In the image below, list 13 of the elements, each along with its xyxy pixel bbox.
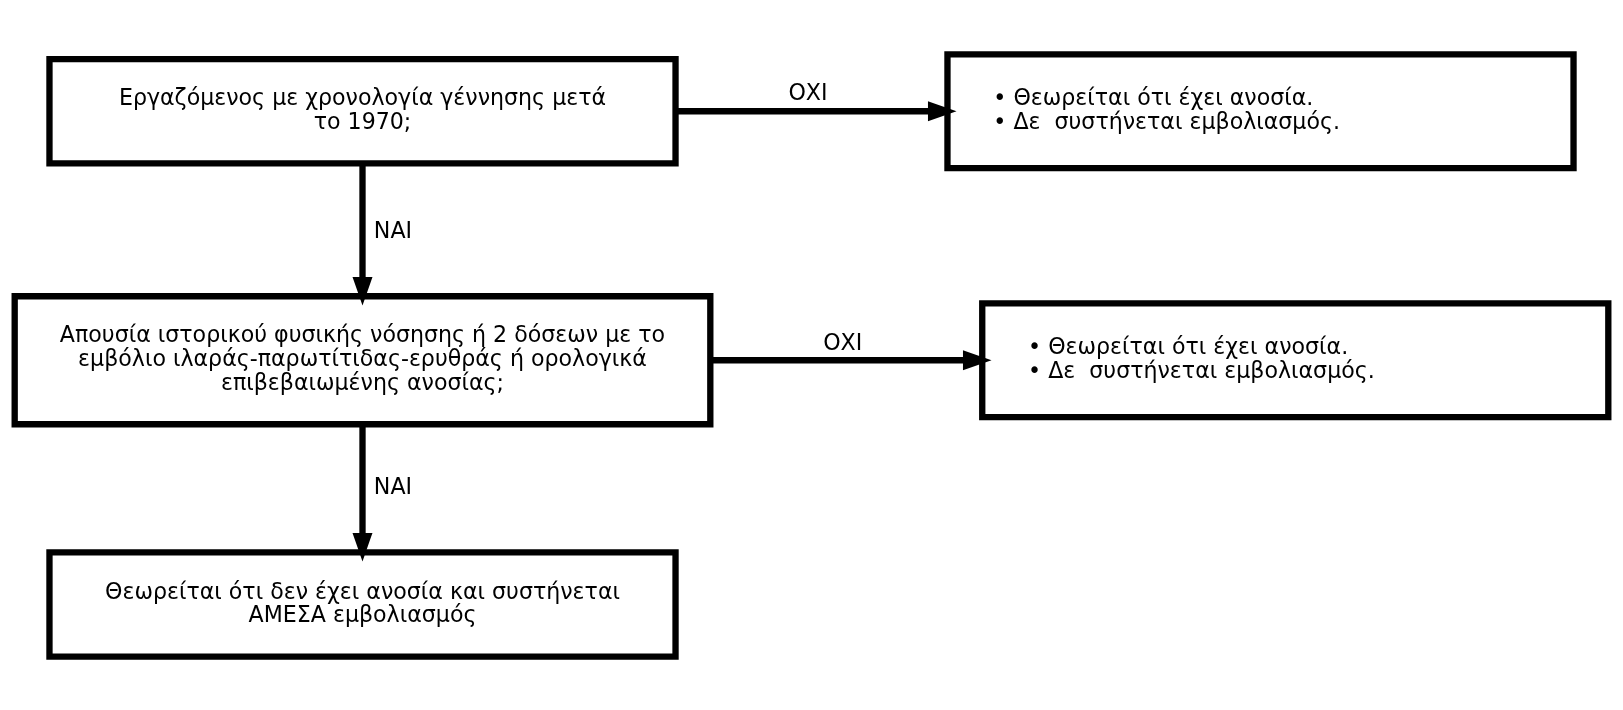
node-box: • Θεωρείται ότι έχει ανοσία. • Δε συστήνεται εμβολιασμός. [944, 50, 1577, 171]
arrow [710, 349, 992, 370]
arrow [675, 100, 957, 121]
node-box: Εργαζόμενος με χρονολογία γέννησης μετά το 1970; [46, 55, 679, 167]
edge-label: ΝΑΙ [373, 472, 413, 499]
arrow [352, 163, 373, 306]
edge-label: ΟΧΙ [823, 327, 863, 354]
node-box: • Θεωρείται ότι έχει ανοσία. • Δε συστήνεται εμβολιασμός. [979, 299, 1612, 420]
arrow [352, 424, 373, 561]
node-box: Απουσία ιστορικού φυσικής νόσησης ή 2 δόσεων με το εμβόλιο ιλαράς-παρωτίτιδας-ερυθράς ή ορολογικά επιβεβαιωμένης ανοσίας; [11, 292, 714, 427]
node-box: Θεωρείται ότι δεν έχει ανοσία και συστήνεται ΑΜΕΣΑ εμβολιασμός [46, 548, 679, 660]
edge-label: ΝΑΙ [373, 216, 413, 243]
edge-label: ΟΧΙ [788, 78, 828, 105]
